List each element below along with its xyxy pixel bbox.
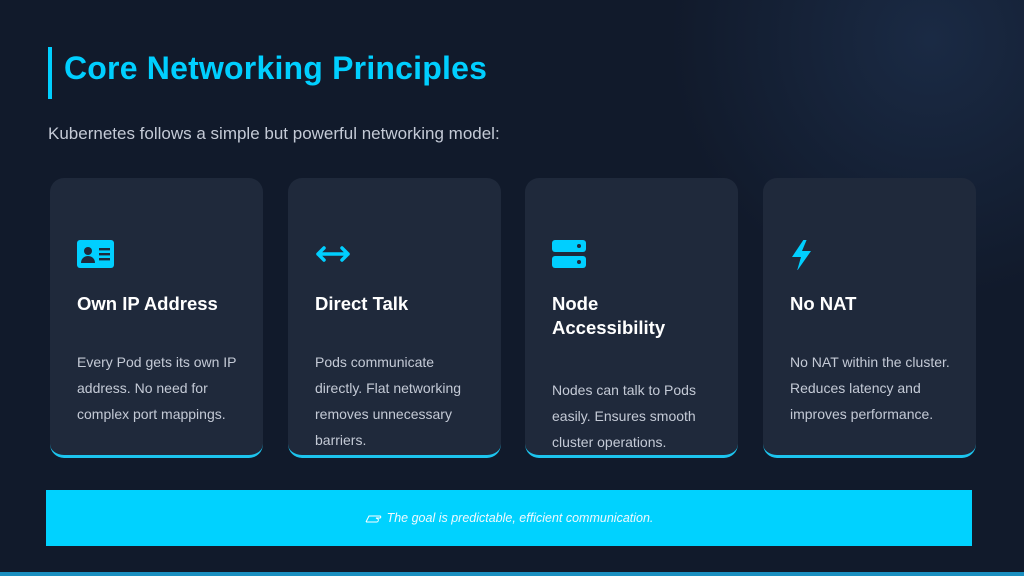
lightning-icon: [792, 240, 811, 270]
card-description: Every Pod gets its own IP address. No ne…: [77, 354, 237, 422]
arrows-left-right-icon: [316, 246, 350, 262]
card-title: Own IP Address: [77, 293, 218, 314]
card-direct-talk: Direct Talk Pods communicate directly. F…: [288, 178, 501, 458]
id-card-icon: [77, 240, 114, 268]
page-title: Core Networking Principles: [64, 50, 488, 86]
card-description: Nodes can talk to Pods easily. Ensures s…: [552, 382, 696, 450]
pointing-hand-icon: [365, 515, 381, 523]
card-description: No NAT within the cluster. Reduces laten…: [790, 354, 950, 422]
card-title: Node Accessibility: [552, 293, 666, 338]
title-accent-bar: [48, 47, 52, 99]
card-no-nat: No NAT No NAT within the cluster. Reduce…: [763, 178, 976, 458]
card-title: Direct Talk: [315, 293, 409, 314]
server-icon: [552, 240, 586, 268]
goal-banner: The goal is predictable, efficient commu…: [46, 490, 972, 546]
card-title: No NAT: [790, 293, 857, 314]
banner-text: The goal is predictable, efficient commu…: [386, 511, 654, 525]
card-node-accessibility: Node Accessibility Nodes can talk to Pod…: [525, 178, 738, 458]
card-description: Pods communicate directly. Flat networki…: [315, 354, 462, 448]
bottom-accent-strip: [0, 572, 1024, 576]
card-own-ip: Own IP Address Every Pod gets its own IP…: [50, 178, 263, 458]
page-subtitle: Kubernetes follows a simple but powerful…: [48, 124, 500, 143]
